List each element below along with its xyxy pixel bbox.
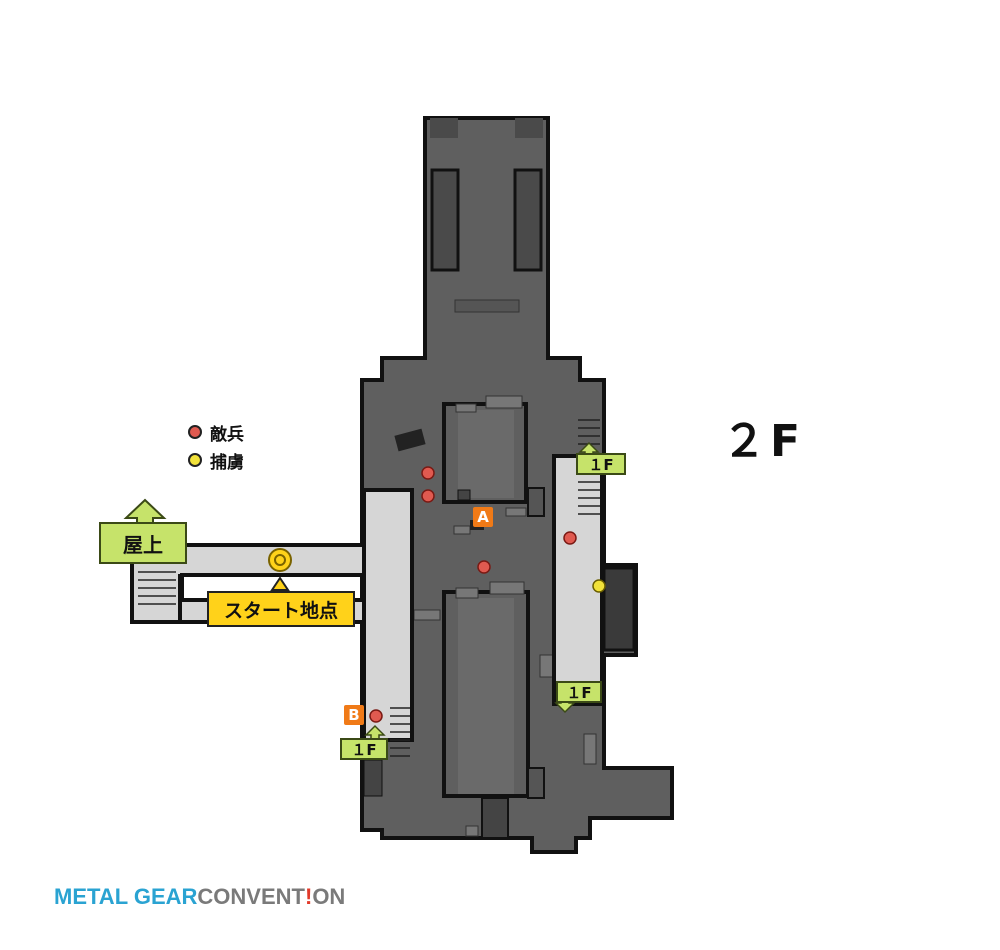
start-label: スタート地点 (207, 591, 355, 627)
legend-enemy-label: 敵兵 (210, 424, 244, 445)
enemy-marker (369, 709, 383, 723)
start-marker-icon (268, 548, 292, 591)
legend-hostage-label: 捕虜 (210, 452, 244, 473)
logo-part1: METAL GEAR (54, 884, 198, 909)
point-a-label: A (473, 507, 493, 527)
logo-part3: ON (312, 884, 346, 909)
rooftop-label: 屋上 (99, 522, 187, 564)
stairs-left (390, 707, 410, 757)
stairs-1f-bottom-label: １F (340, 738, 388, 760)
logo-part2: CONVENT (197, 884, 305, 909)
point-b-label: B (344, 705, 364, 725)
enemy-dot-icon (188, 425, 202, 439)
logo-bang: ! (304, 884, 313, 909)
logo: METAL GEARCONVENT!ON (54, 884, 345, 910)
legend-hostage: 捕虜 (188, 446, 244, 474)
enemy-markers (369, 466, 577, 723)
enemy-marker (563, 531, 577, 545)
stairs-1f-top-label: １F (576, 453, 626, 475)
stairs-rooftop (138, 571, 176, 605)
enemy-marker (421, 466, 435, 480)
enemy-marker (421, 489, 435, 503)
enemy-marker (477, 560, 491, 574)
legend-enemy: 敵兵 (188, 418, 244, 446)
hostage-marker (592, 579, 606, 593)
stairs-1f-mid-label: １F (556, 681, 602, 703)
legend: 敵兵 捕虜 (188, 418, 244, 474)
hostage-dot-icon (188, 453, 202, 467)
floor-label: ２F (722, 416, 805, 467)
rooftop-arrow-icon (123, 498, 167, 525)
stairs-arrow-up-icon-2 (364, 724, 386, 740)
